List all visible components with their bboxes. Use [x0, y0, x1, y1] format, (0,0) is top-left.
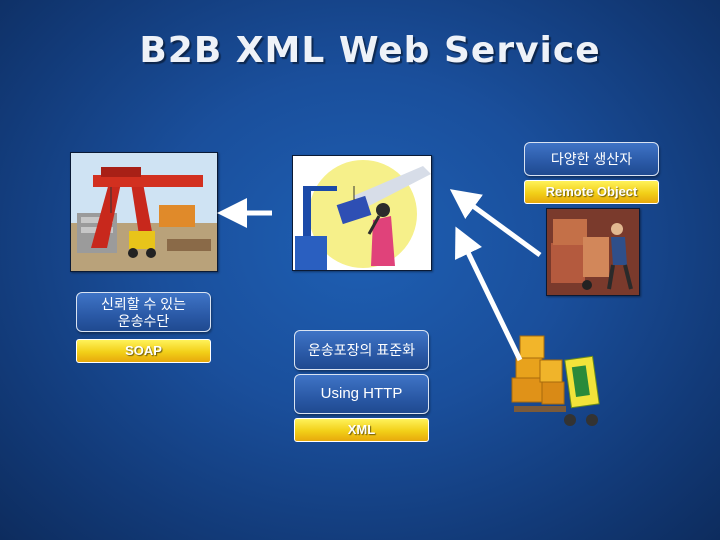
arrow-icon: [455, 226, 523, 362]
producer-sublabel: Remote Object: [524, 180, 659, 204]
crane-port-clipart: [70, 152, 218, 272]
packaging-middle-label: Using HTTP: [294, 374, 429, 414]
ship-loading-clipart: [292, 155, 432, 271]
packaging-label: 운송포장의 표준화: [294, 330, 429, 370]
producer-label: 다양한 생산자: [524, 142, 659, 176]
transport-label: 신뢰할 수 있는 운송수단: [76, 292, 211, 332]
forklift-boxes-clipart: [510, 330, 602, 430]
slide-title: B2B XML Web Service: [139, 30, 601, 71]
transport-sublabel: SOAP: [76, 339, 211, 363]
packaging-sublabel: XML: [294, 418, 429, 442]
arrow-icon: [449, 189, 542, 258]
worker-hand-truck-clipart: [546, 208, 640, 296]
